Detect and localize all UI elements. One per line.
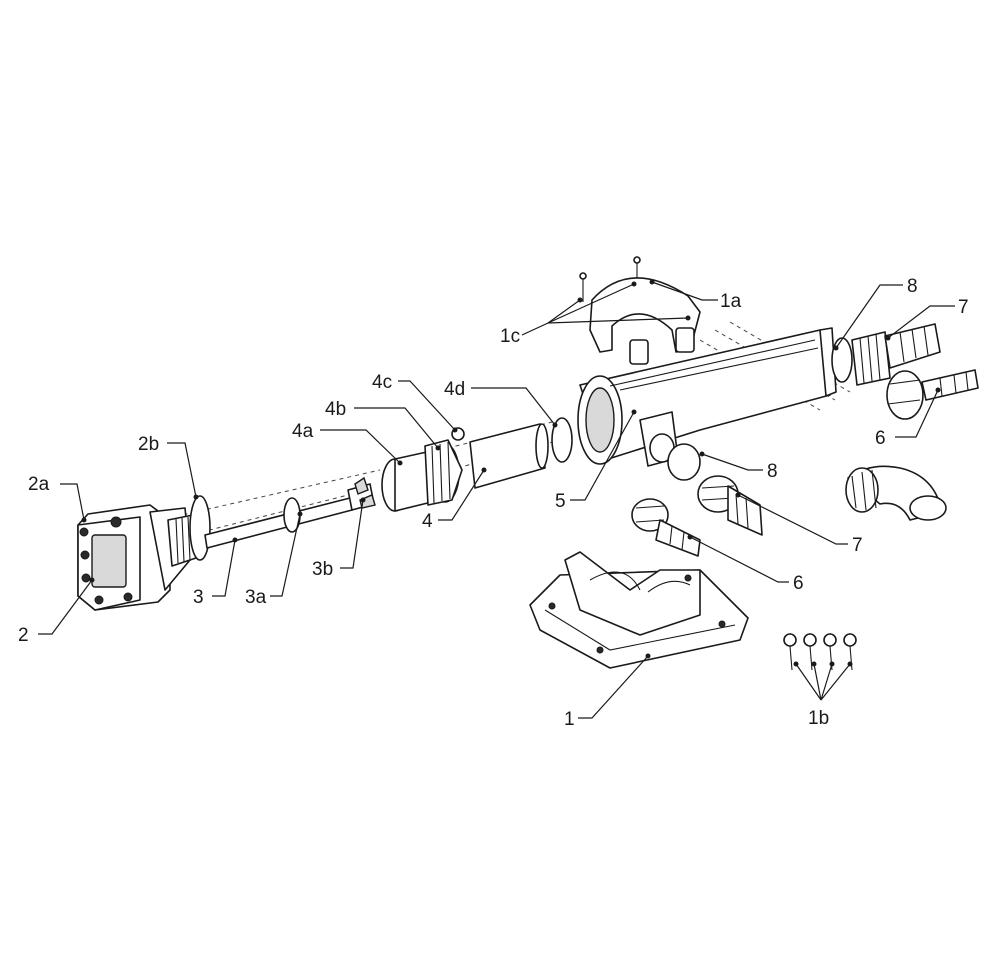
part-4d-clip-ring (551, 417, 573, 463)
label-2a: 2a (28, 474, 50, 495)
label-3a: 3a (245, 587, 267, 608)
leader-lines (38, 279, 955, 719)
label-4a: 4a (292, 421, 314, 442)
part-7-adapter-bottom (697, 475, 763, 536)
label-4: 4 (422, 511, 433, 532)
callout-labels: 2a 2 2b 3 3a 3b 4a 4b 4c 4d 4 5 1c 1a 8 … (18, 276, 969, 730)
label-1a: 1a (720, 291, 742, 312)
elbow-fitting (845, 465, 947, 521)
part-3b-impeller (347, 476, 376, 511)
label-8-top: 8 (907, 276, 918, 297)
label-1: 1 (564, 709, 575, 730)
label-4d: 4d (444, 379, 465, 400)
label-6-bottom: 6 (793, 573, 804, 594)
screw-icon (783, 633, 797, 671)
label-1c: 1c (500, 326, 520, 347)
part-3-shaft (204, 497, 353, 549)
part-4-sleeve (469, 423, 549, 489)
label-5: 5 (555, 491, 566, 512)
screw-icon (843, 633, 857, 671)
part-6-adapter-bottom (631, 498, 701, 557)
part-5-pump-housing (577, 327, 837, 467)
part-2-end-cap (77, 504, 203, 611)
label-7-bottom: 7 (852, 535, 863, 556)
label-4b: 4b (325, 399, 346, 420)
label-6-top: 6 (875, 428, 886, 449)
label-1b: 1b (808, 708, 829, 729)
part-8-o-ring-bottom (667, 443, 701, 481)
part-1a-upper-clamp (589, 277, 701, 365)
label-8-bottom: 8 (767, 461, 778, 482)
screw-icon (823, 633, 837, 671)
part-1b-screws (783, 633, 857, 671)
label-3b: 3b (312, 559, 333, 580)
part-4a-4b-collar (381, 439, 463, 512)
label-2b: 2b (138, 434, 159, 455)
part-8-o-ring-top (831, 337, 853, 383)
label-3: 3 (193, 587, 204, 608)
part-1-base (529, 551, 749, 669)
label-4c: 4c (372, 372, 392, 393)
part-2b-o-ring (189, 495, 211, 561)
label-2: 2 (18, 625, 29, 646)
screw-icon (803, 633, 817, 671)
label-7-top: 7 (958, 297, 969, 318)
part-7-adapter-top (851, 323, 941, 386)
part-6-adapter-top (886, 369, 979, 420)
